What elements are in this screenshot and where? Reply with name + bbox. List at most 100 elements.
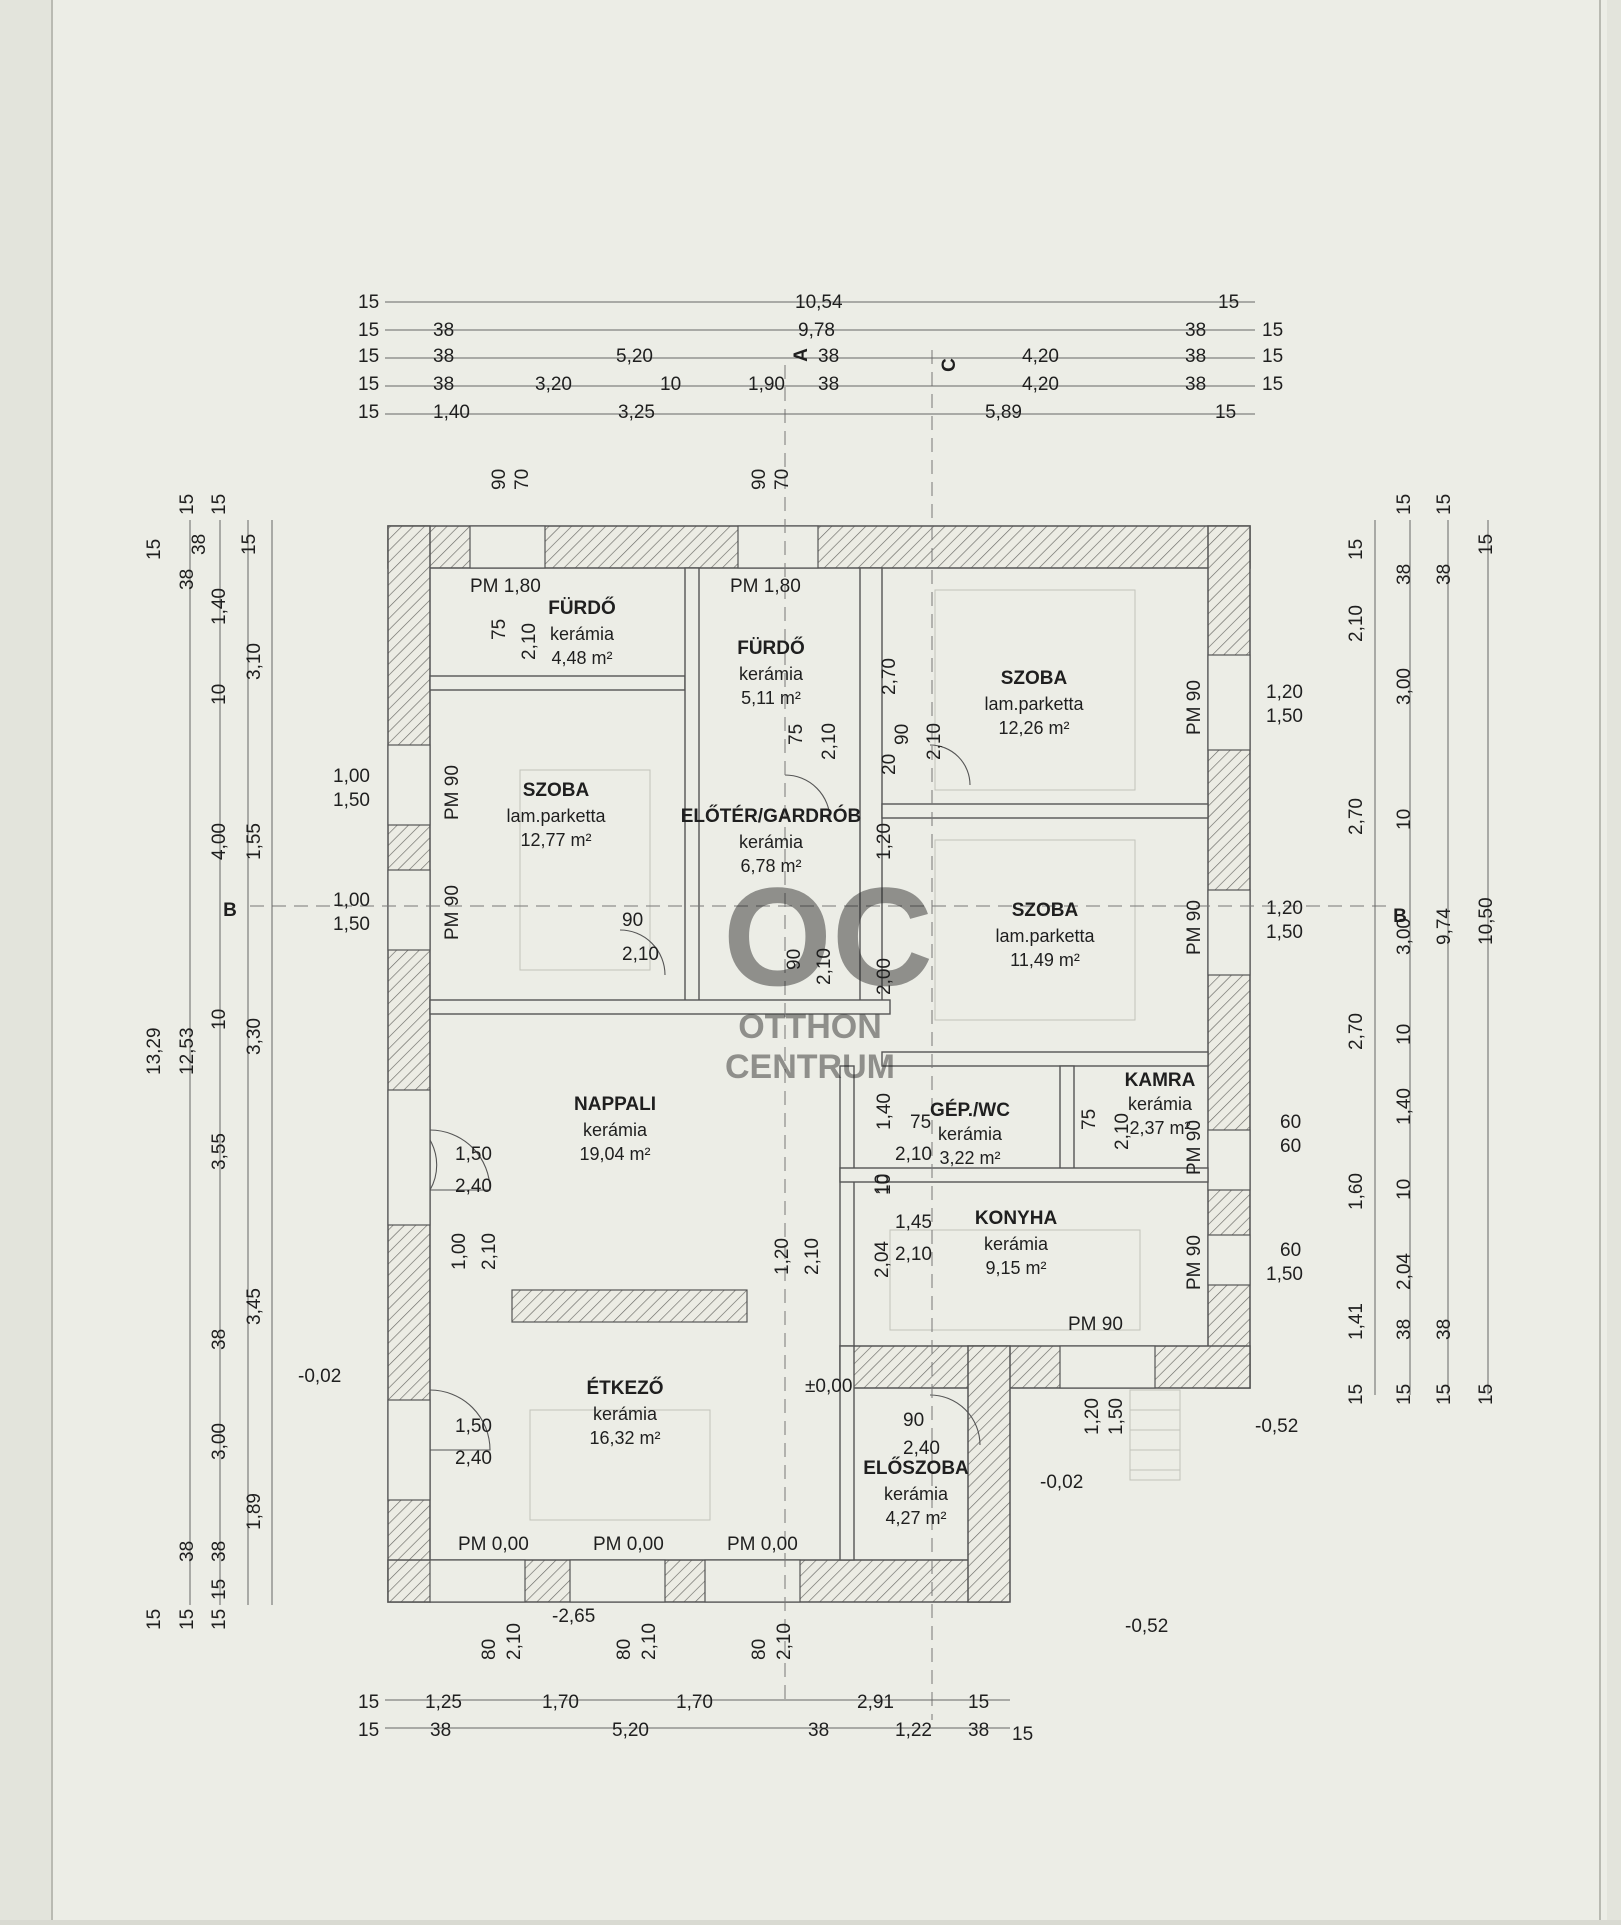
pm-label: PM 90 — [1184, 680, 1205, 735]
watermark-line2: CENTRUM — [725, 1048, 895, 1086]
dim-text: 1,89 — [244, 1493, 265, 1530]
section-marker-c: C — [939, 358, 960, 372]
counter-block — [511, 1289, 748, 1323]
dim-text: 38 — [818, 346, 839, 367]
window-height: 1,50 — [1266, 706, 1303, 727]
pm-label: PM 90 — [1068, 1314, 1123, 1335]
room-floor: kerámia — [739, 664, 804, 684]
dim-text: 15 — [1346, 539, 1367, 560]
room-floor: kerámia — [739, 832, 804, 852]
level-markers: -0,02 ±0,00 -0,52 -0,02 -0,52 -2,65 — [298, 1366, 1298, 1637]
dim-text: 2,91 — [857, 1692, 894, 1713]
door-width: 1,40 — [874, 1093, 895, 1130]
door-height: 2,40 — [903, 1438, 940, 1459]
room-floor: kerámia — [984, 1234, 1049, 1254]
window-height: 60 — [1280, 1136, 1301, 1157]
room-name: GÉP./WC — [930, 1099, 1010, 1121]
dim-text: 3,45 — [244, 1288, 265, 1325]
window-width: 1,00 — [333, 766, 370, 787]
section-marker-b-left: B — [223, 900, 237, 921]
door-width: 1,20 — [1082, 1398, 1103, 1435]
dim-text: 38 — [1185, 346, 1206, 367]
dim-text: 3,00 — [1394, 918, 1415, 955]
door-width: 1,20 — [772, 1238, 793, 1275]
dimension-lines — [189, 301, 1489, 1729]
door-swings — [429, 744, 981, 1451]
dim-text: 15 — [358, 320, 379, 341]
dim-text: 38 — [1434, 564, 1455, 585]
left-dimension-text: 15 13,29 15 38 12,53 38 15 15 38 1,40 10… — [144, 494, 265, 1630]
dim-text: 2,04 — [1394, 1253, 1415, 1290]
door-height: 2,10 — [819, 723, 840, 760]
dim-text: 5,89 — [985, 402, 1022, 423]
dim-text: 3,55 — [209, 1133, 230, 1170]
room-name: ELŐSZOBA — [863, 1457, 969, 1479]
dim-text: 15 — [1215, 402, 1236, 423]
room-area: 12,77 m² — [520, 830, 591, 850]
dim-text: 15 — [968, 1692, 989, 1713]
dim-text: 4,00 — [209, 823, 230, 860]
room-area: 4,48 m² — [551, 648, 612, 668]
dim-text: 12,53 — [177, 1027, 198, 1075]
door-width: 75 — [1079, 1109, 1100, 1130]
dim-text: 10,54 — [795, 292, 843, 313]
room-name: SZOBA — [1012, 900, 1079, 921]
dim-text: 38 — [968, 1720, 989, 1741]
dim-text: 1,25 — [425, 1692, 462, 1713]
level-label: -2,65 — [552, 1606, 595, 1627]
room-floor: kerámia — [1128, 1094, 1193, 1114]
dim-text: 38 — [1185, 374, 1206, 395]
room-floor: kerámia — [550, 624, 615, 644]
furniture-sketch — [519, 589, 1181, 1521]
dim-text: 9,74 — [1434, 908, 1455, 945]
dim-text: 3,25 — [618, 402, 655, 423]
window-width: 1,00 — [333, 890, 370, 911]
dim-text: 15 — [1012, 1724, 1033, 1745]
pm-label: PM 90 — [1184, 1235, 1205, 1290]
door-width: 1,45 — [895, 1212, 932, 1233]
door-width: 2,04 — [872, 1241, 893, 1278]
door-height: 10 — [874, 1174, 895, 1195]
dim-text: 10 — [1394, 809, 1415, 830]
door-width: 90 — [622, 910, 643, 931]
right-dimension-text: 15 2,10 2,70 2,70 1,60 1,41 15 15 38 3,0… — [1346, 494, 1497, 1405]
dim-text: 38 — [209, 1329, 230, 1350]
dim-text: 38 — [818, 374, 839, 395]
pm-label: PM 90 — [1184, 1120, 1205, 1175]
room-name: ELŐTÉR/GARDRÓB — [681, 805, 862, 827]
dim-text: 1,90 — [748, 374, 785, 395]
dim-text: 15 — [358, 1720, 379, 1741]
window-width: 1,20 — [1266, 682, 1303, 703]
window-width: 1,50 — [455, 1144, 492, 1165]
door-height: 2,10 — [519, 623, 540, 660]
door-height: 2,10 — [504, 1623, 525, 1660]
dim-text: 13,29 — [144, 1027, 165, 1075]
door-height: 2,10 — [1112, 1113, 1133, 1150]
door-width: 90 — [892, 724, 913, 745]
dim-text: 15 — [144, 1609, 165, 1630]
room-name: FÜRDŐ — [548, 597, 616, 619]
watermark: OC OTTHON CENTRUM — [723, 858, 933, 1086]
window-width: 60 — [1280, 1240, 1301, 1261]
room-floor: kerámia — [583, 1120, 648, 1140]
dim-text: 2,10 — [1346, 605, 1367, 642]
dim-text: 15 — [358, 402, 379, 423]
dim-text: 15 — [209, 1579, 230, 1600]
door-height: 2,10 — [895, 1244, 932, 1265]
dim-text: 15 — [1434, 494, 1455, 515]
dim-text: 3,00 — [1394, 668, 1415, 705]
door-height: 70 — [512, 469, 533, 490]
room-floor: kerámia — [884, 1484, 949, 1504]
door-width: 80 — [749, 1639, 770, 1660]
dim-text: 10 — [660, 374, 681, 395]
level-label: -0,02 — [1040, 1472, 1083, 1493]
dim-text: 1,55 — [244, 823, 265, 860]
dim-text: 38 — [433, 320, 454, 341]
dim-text: 15 — [1476, 534, 1497, 555]
dim-text: 15 — [1434, 1384, 1455, 1405]
window-height: 1,50 — [333, 790, 370, 811]
pm-label: PM 0,00 — [593, 1534, 664, 1555]
dim-text: 10 — [1394, 1179, 1415, 1200]
